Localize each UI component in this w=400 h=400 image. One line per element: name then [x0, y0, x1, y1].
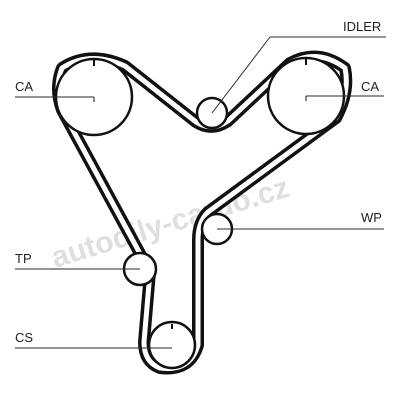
label-tp: TP: [15, 251, 32, 266]
crankshaft-pulley: [147, 320, 197, 370]
label-cs: CS: [15, 330, 33, 345]
watermark-text: autodily-cardo.cz: [47, 171, 293, 275]
leader-line-idler: [211, 36, 271, 114]
label-idler: IDLER: [343, 19, 381, 34]
label-ca-left: CA: [15, 79, 33, 94]
label-ca-right: CA: [361, 79, 379, 94]
label-wp: WP: [361, 210, 382, 225]
